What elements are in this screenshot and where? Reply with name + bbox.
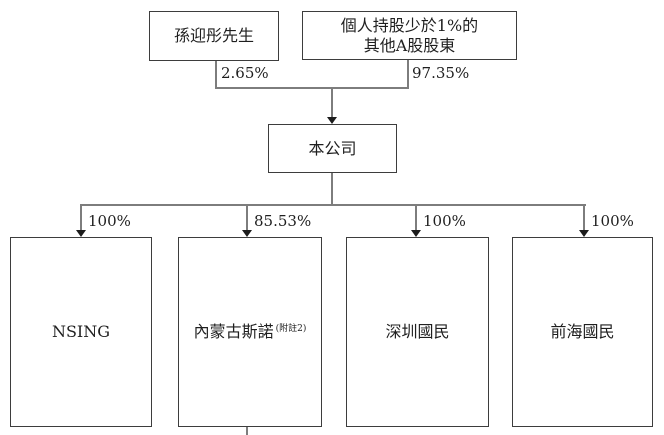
connector-neimenggu-sinuo-down-stub (246, 427, 248, 435)
connector-top-horizontal (215, 87, 409, 89)
node-sun-yingtong: 孫迎彤先生 (149, 11, 279, 61)
node-neimenggu-sinuo-label: 內蒙古斯諾(附註2) (194, 322, 307, 342)
connector-branch-shenzhen-guomin (415, 204, 417, 230)
connector-branch-neimenggu-sinuo (246, 204, 248, 230)
arrowhead-shenzhen-guomin (411, 230, 421, 237)
node-sun-yingtong-label: 孫迎彤先生 (173, 26, 254, 45)
ownership-pct-qianhai-guomin: 100% (591, 212, 634, 230)
node-shenzhen-guomin-label-text: 深圳國民 (385, 322, 450, 341)
node-neimenggu-sinuo-note: (附註2) (275, 323, 307, 334)
ownership-pct-sun: 2.65% (221, 64, 269, 82)
connector-to-company-vertical (331, 87, 333, 117)
node-company-label: 本公司 (308, 138, 357, 158)
connector-bottom-horizontal (81, 204, 586, 206)
connector-company-down-vertical (331, 173, 333, 206)
node-shenzhen-guomin: 深圳國民 (346, 237, 489, 427)
node-qianhai-guomin-label-text: 前海國民 (550, 322, 615, 341)
arrowhead-qianhai-guomin (579, 230, 589, 237)
connector-branch-qianhai-guomin (583, 204, 585, 230)
connector-sun-vertical (215, 61, 217, 89)
node-nsing-label-text: NSING (51, 322, 111, 341)
node-company: 本公司 (268, 124, 397, 173)
node-a-share-holders-label-line1: 個人持股少於1%的 (340, 15, 479, 35)
node-qianhai-guomin: 前海國民 (512, 237, 653, 427)
arrowhead-to-company (327, 117, 337, 124)
node-nsing-label: NSING (52, 322, 110, 342)
node-nsing: NSING (10, 237, 152, 427)
arrowhead-nsing (76, 230, 86, 237)
node-qianhai-guomin-label: 前海國民 (550, 322, 614, 342)
node-neimenggu-sinuo-label-text: 內蒙古斯諾 (193, 322, 274, 341)
connector-branch-nsing (80, 204, 82, 230)
ownership-pct-nsing: 100% (88, 212, 131, 230)
ownership-pct-neimenggu-sinuo: 85.53% (254, 212, 312, 230)
node-a-share-holders-label-line2: 其他A股股東 (363, 35, 456, 55)
node-shenzhen-guomin-label: 深圳國民 (385, 322, 449, 342)
connector-a-share-vertical (407, 60, 409, 89)
ownership-pct-shenzhen-guomin: 100% (423, 212, 466, 230)
node-a-share-holders: 個人持股少於1%的 其他A股股東 (302, 11, 517, 60)
node-neimenggu-sinuo: 內蒙古斯諾(附註2) (178, 237, 322, 427)
ownership-pct-a-share: 97.35% (412, 64, 470, 82)
arrowhead-neimenggu-sinuo (242, 230, 252, 237)
